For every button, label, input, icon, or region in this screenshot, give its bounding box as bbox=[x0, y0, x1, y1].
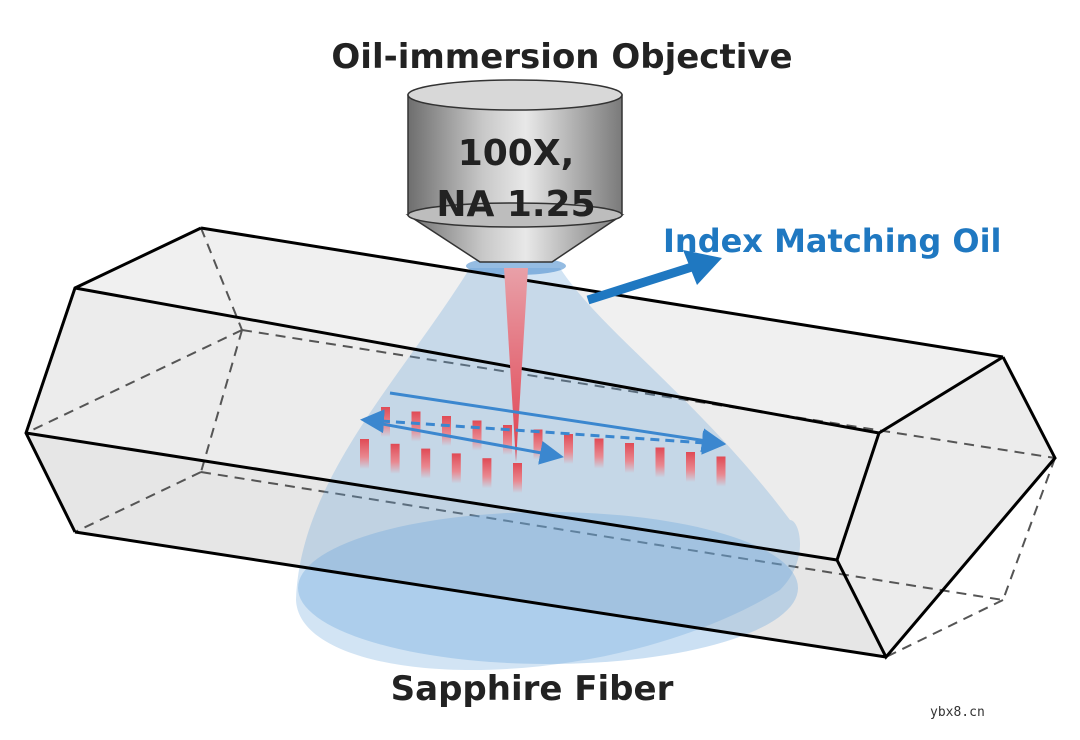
pillar bbox=[390, 443, 400, 474]
pillar bbox=[482, 458, 492, 489]
laser-beam bbox=[504, 268, 528, 462]
pillar bbox=[411, 411, 421, 442]
pillar bbox=[472, 420, 482, 451]
pillar bbox=[451, 453, 461, 484]
sapphire-fiber-prism bbox=[25, 227, 1056, 658]
pillar bbox=[533, 429, 543, 460]
objective-na: NA 1.25 bbox=[436, 184, 595, 225]
pillar bbox=[655, 447, 665, 478]
oil-arrow-icon bbox=[586, 250, 722, 305]
pillar bbox=[360, 439, 369, 469]
pillar bbox=[716, 456, 726, 487]
scan-arrows bbox=[360, 391, 726, 465]
objective-lens bbox=[405, 79, 625, 263]
pillar bbox=[625, 443, 634, 473]
objective-magnification: 100X, bbox=[458, 133, 575, 174]
title: Oil-immersion Objective bbox=[331, 37, 792, 77]
pillar bbox=[513, 463, 522, 493]
pillar bbox=[686, 452, 695, 482]
pillar bbox=[442, 416, 451, 446]
oil-label: Index Matching Oil bbox=[663, 222, 1002, 260]
watermark: ybx8.cn bbox=[930, 705, 985, 720]
fiber-label: Sapphire Fiber bbox=[391, 669, 674, 709]
light-cone bbox=[296, 257, 800, 670]
pillar bbox=[594, 438, 604, 469]
pillar bbox=[421, 448, 431, 479]
scan-arrow-short bbox=[365, 419, 564, 465]
pillar bbox=[564, 434, 573, 464]
